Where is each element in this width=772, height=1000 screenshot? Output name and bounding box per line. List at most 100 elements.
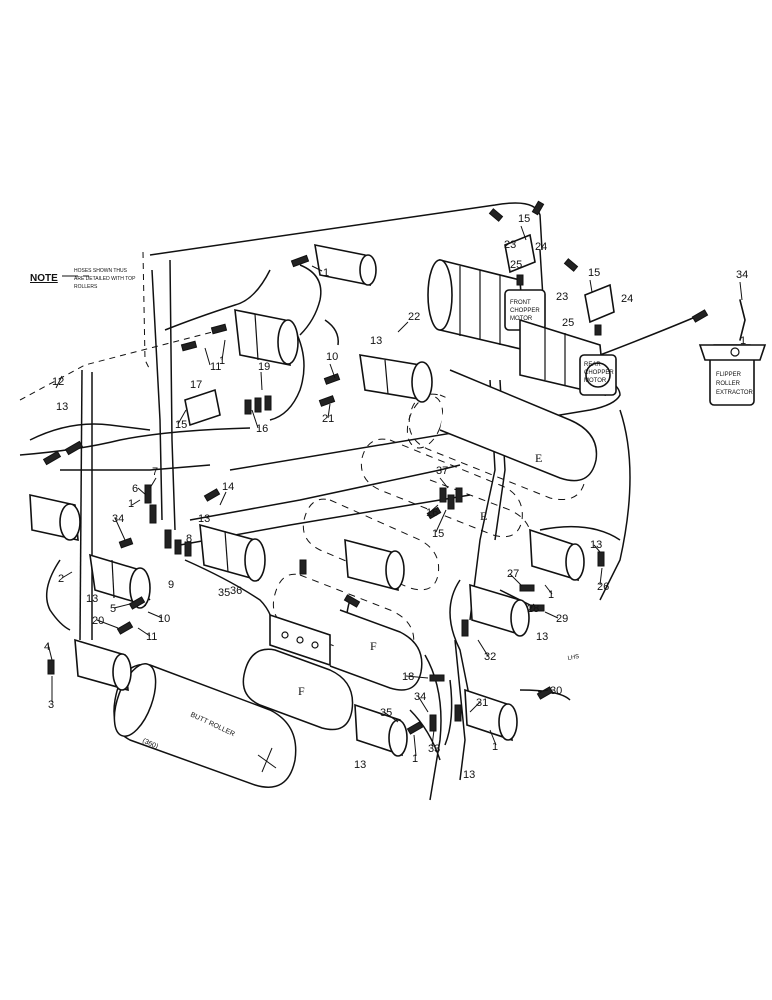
roller-e-middle: E — [429, 479, 532, 546]
roller-e-upper: E — [439, 369, 598, 482]
callout-33: 33 — [428, 743, 440, 755]
block-17 — [184, 388, 221, 427]
callout-34-a: 34 — [736, 269, 748, 281]
callout-11-b: 11 — [146, 631, 157, 643]
motor-lower-centre — [354, 703, 408, 757]
callout-28: 28 — [527, 603, 539, 615]
motor-centre — [199, 523, 266, 582]
callout-1-a: 1 — [323, 267, 329, 279]
valve-block-lower — [269, 613, 331, 667]
callout-34-c: 34 — [414, 691, 426, 703]
roller-f-middle: F — [329, 609, 423, 691]
callout-18: 18 — [402, 671, 414, 683]
roller-f-mid-label: F — [370, 639, 377, 653]
callout-22: 22 — [408, 311, 420, 323]
motor-far-left — [29, 493, 81, 542]
lhs-label: LHS — [567, 654, 580, 662]
callout-27: 27 — [507, 568, 519, 580]
callout-16-b: 16 — [426, 507, 438, 519]
motor-centre-right — [344, 538, 405, 592]
callout-14: 14 — [222, 481, 234, 493]
callout-13-a: 13 — [370, 335, 382, 347]
callout-13-b: 13 — [198, 513, 210, 525]
callout-1-b: 1 — [219, 355, 225, 367]
roller-e-upper-label: E — [535, 451, 542, 465]
callout-13-f: 13 — [536, 631, 548, 643]
front-chopper-motor: FRONT CHOPPER MOTOR — [427, 258, 546, 352]
front-chopper-label-2: CHOPPER — [510, 308, 540, 314]
valve-blocks — [504, 233, 615, 336]
extractor-label-2: ROLLER — [716, 381, 741, 387]
motor-upper-mid — [359, 354, 433, 403]
callout-29: 29 — [556, 613, 568, 625]
motor-upper-left — [234, 309, 299, 366]
callout-10-a: 10 — [326, 351, 338, 363]
motor-top-centre — [314, 243, 377, 287]
callout-35-b: 35 — [218, 587, 230, 599]
callout-24-b: 24 — [621, 293, 633, 305]
rear-chopper-label-1: REAR — [584, 362, 601, 368]
callout-1-d: 1 — [128, 498, 134, 510]
callout-16-a: 16 — [256, 423, 268, 435]
callout-23-a: 23 — [504, 239, 516, 251]
callout-1-f: 1 — [492, 741, 498, 753]
note-block: NOTE HOSES SHOWN THUS ARE DETAILED WITH … — [30, 268, 136, 290]
callout-34-b: 34 — [112, 513, 124, 525]
flipper-roller-extractor: FLIPPER ROLLER EXTRACTOR — [698, 299, 767, 406]
roller-f-lower-label: F — [298, 684, 305, 698]
callout-5: 5 — [110, 603, 116, 615]
motor-left-mid — [89, 553, 151, 609]
leader-lines — [47, 225, 743, 757]
callout-12: 12 — [52, 376, 64, 388]
motor-right-mid — [469, 583, 530, 637]
callouts: 1 1 1 1 1 1 1 2 3 4 5 6 7 8 9 10 10 11 1… — [44, 213, 748, 781]
callout-25-b: 25 — [562, 317, 574, 329]
callout-1-e: 1 — [412, 753, 418, 765]
callout-15-c: 15 — [175, 419, 187, 431]
callout-13-e: 13 — [463, 769, 475, 781]
callout-31: 31 — [476, 697, 488, 709]
callout-21: 21 — [322, 413, 334, 425]
callout-15-a: 15 — [518, 213, 530, 225]
roller-f-lower: F — [242, 648, 354, 731]
rear-chopper-motor: REAR CHOPPER MOTOR — [519, 318, 617, 397]
front-chopper-label-1: FRONT — [510, 300, 531, 306]
callout-37: 37 — [436, 465, 448, 477]
callout-36: 36 — [230, 585, 242, 597]
callout-15-b: 15 — [588, 267, 600, 279]
callout-1-g: 1 — [548, 589, 554, 601]
callout-1-c: 1 — [740, 335, 746, 347]
extractor-label-1: FLIPPER — [716, 372, 742, 378]
motor-lower-right — [464, 688, 518, 742]
roller-e-mid-label: E — [480, 509, 487, 523]
note-line-3: ROLLERS — [74, 284, 98, 290]
callout-13-c: 13 — [86, 593, 98, 605]
callout-26: 26 — [597, 581, 609, 593]
callout-9: 9 — [168, 579, 174, 591]
callout-2: 2 — [58, 573, 64, 585]
callout-6: 6 — [132, 483, 138, 495]
callout-20: 20 — [92, 615, 104, 627]
rear-chopper-label-3: MOTOR — [584, 378, 607, 384]
callout-15-d: 15 — [432, 528, 444, 540]
callout-13-g: 13 — [590, 539, 602, 551]
note-heading: NOTE — [30, 273, 58, 284]
callout-25-a: 25 — [510, 259, 522, 271]
hydraulic-motors — [29, 243, 585, 757]
callout-10-b: 10 — [158, 613, 170, 625]
motor-left-lower — [74, 638, 132, 692]
note-line-2: ARE DETAILED WITH TOP — [74, 276, 136, 282]
note-line-1: HOSES SHOWN THUS — [74, 268, 128, 274]
callout-24-a: 24 — [535, 241, 547, 253]
callout-17: 17 — [190, 379, 202, 391]
rear-chopper-label-2: CHOPPER — [584, 370, 614, 376]
front-chopper-label-3: MOTOR — [510, 316, 533, 322]
callout-4: 4 — [44, 641, 50, 653]
motor-right-upper — [529, 528, 585, 582]
callout-13-h: 13 — [56, 401, 68, 413]
callout-19: 19 — [258, 361, 270, 373]
callout-30: 30 — [550, 685, 562, 697]
callout-7: 7 — [152, 466, 158, 478]
callout-23-b: 23 — [556, 291, 568, 303]
